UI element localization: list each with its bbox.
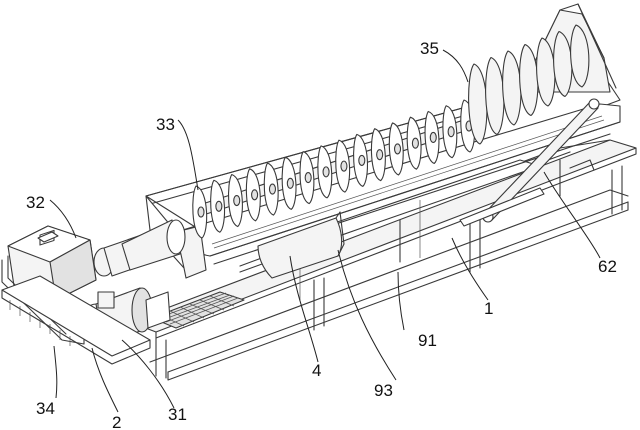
label-34: 34: [36, 399, 55, 418]
flight-hub: [429, 131, 437, 144]
flight-hub: [286, 177, 294, 189]
large-screw-flight: [502, 50, 522, 126]
flight-hub: [215, 200, 223, 212]
flight-hub: [197, 206, 205, 218]
flight-hub: [447, 126, 455, 138]
large-screw-flight: [468, 63, 488, 145]
support-arm: [459, 98, 600, 227]
mesh-screen: [151, 291, 245, 329]
label-35: 35: [420, 39, 439, 58]
flight-hub: [393, 143, 402, 155]
leader-lines: [49, 49, 601, 413]
label-1: 1: [484, 299, 493, 318]
label-2: 2: [112, 413, 121, 430]
label-31: 31: [168, 405, 187, 424]
screw-flights: [192, 99, 476, 239]
side-baffle: [257, 211, 345, 279]
large-screw-flight: [519, 43, 539, 117]
large-screw-flight: [553, 30, 573, 98]
motor-base-plate: [1, 275, 151, 365]
large-screw-flight: [536, 37, 556, 107]
flight-hub: [376, 149, 384, 161]
flight-hub: [304, 172, 312, 184]
flight-hub: [233, 194, 241, 207]
label-62: 62: [598, 257, 617, 276]
large-screw-flight: [485, 56, 505, 136]
flight-hub: [251, 189, 259, 201]
flight-hub: [268, 183, 277, 195]
label-91: 91: [418, 331, 437, 350]
flight-hub: [411, 137, 419, 149]
label-93: 93: [374, 381, 393, 400]
large-screw-section: [468, 24, 590, 145]
label-33: 33: [156, 115, 175, 134]
label-4: 4: [312, 361, 321, 380]
flight-hub: [358, 154, 366, 166]
gear-motor-upper: [1, 219, 186, 345]
label-32: 32: [26, 193, 45, 212]
flight-hub: [340, 160, 348, 172]
flight-hub: [322, 166, 330, 178]
large-screw-flight: [570, 24, 590, 88]
part-labels: 35 33 32 62 1 91 4 93 31 34 2: [26, 39, 617, 430]
